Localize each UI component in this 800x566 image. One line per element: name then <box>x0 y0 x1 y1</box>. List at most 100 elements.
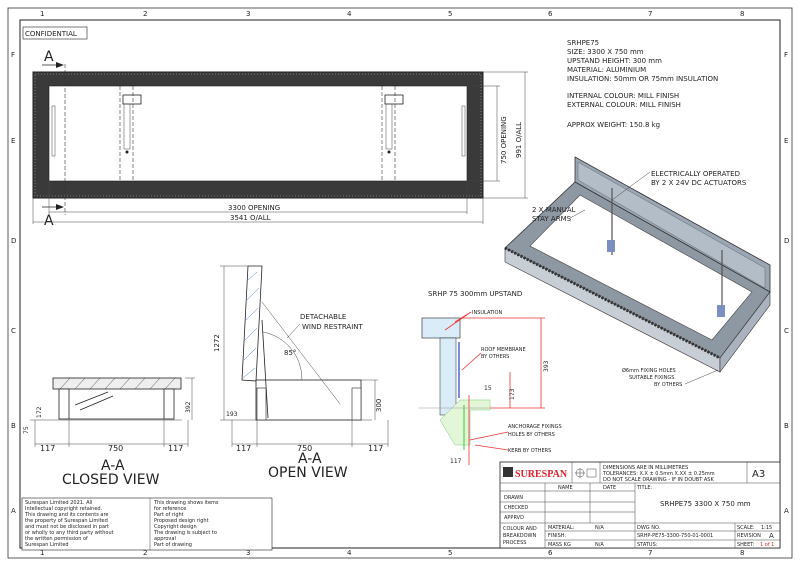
spec-insulation: INSULATION: 50mm OR 75mm INSULATION <box>567 75 718 83</box>
anchorage-note-1: ANCHORAGE FIXINGS <box>508 424 562 430</box>
column-1-bottom: 1 <box>40 549 44 557</box>
anchorage-note-2: HOLES BY OTHERS <box>508 432 555 438</box>
column-8-bottom: 8 <box>740 549 744 557</box>
closed-view-title-2: CLOSED VIEW <box>62 472 160 488</box>
spec-external-colour: EXTERNAL COLOUR: MILL FINISH <box>567 101 681 109</box>
row-d-right: D <box>784 237 789 245</box>
closed-dim-right: 117 <box>168 444 183 453</box>
scale-label: SCALE: <box>737 525 755 531</box>
closed-dim-left: 117 <box>40 444 55 453</box>
row-e: E <box>11 137 15 145</box>
column-7: 7 <box>648 10 652 18</box>
kerb-note: KERB BY OTHERS <box>508 448 551 454</box>
revision-value: A <box>769 532 774 540</box>
colour-label: COLOUR AND <box>503 526 537 532</box>
copyright-note: Proposed design right <box>154 518 209 524</box>
closed-dim-height: 392 <box>185 401 192 413</box>
confidential-box <box>22 26 88 40</box>
copyright-note: Part of right <box>154 512 184 518</box>
wind-note-2: WIND RESTRAINT <box>302 323 364 331</box>
open-dim-angle: 85° <box>284 349 296 357</box>
closed-dim-inner: 172 <box>36 406 43 418</box>
colour-label: BREAKDOWN <box>503 533 536 539</box>
wind-note-1: DETACHABLE <box>300 313 346 321</box>
dwg-value: SRHP-PE75-3300-750-01-0001 <box>637 533 713 539</box>
column-1: 1 <box>40 10 44 18</box>
dwg-label: DWG NO. <box>637 525 661 531</box>
detail-dim-393: 393 <box>543 360 550 372</box>
row-d: D <box>11 237 16 245</box>
column-6: 6 <box>548 10 553 18</box>
membrane-note-2: BY OTHERS <box>481 354 509 360</box>
drawing-note: DO NOT SCALE DRAWING - IF IN DOUBT ASK <box>603 477 714 483</box>
checked-label: CHECKED <box>504 505 528 511</box>
column-2: 2 <box>143 10 147 18</box>
material-label: MATERIAL: <box>548 525 575 531</box>
open-dim-upstand: 300 <box>375 399 383 412</box>
status-label: STATUS: <box>637 542 658 548</box>
actuator-1 <box>607 240 615 252</box>
copyright-line: This drawing and its contents are <box>24 512 108 518</box>
plan-view: A A 3300 OPENING 3541 O/ALL 750 OPENING … <box>32 49 528 229</box>
actuator-left <box>122 94 142 154</box>
name-header: NAME <box>558 485 573 491</box>
row-markers: F E D C B A F E D C B A <box>11 51 789 515</box>
row-e-right: E <box>784 137 788 145</box>
stay-arm-left <box>51 105 56 157</box>
finish-label: FINISH: <box>548 533 566 539</box>
spec-material: MATERIAL: ALUMINIUM <box>567 66 646 74</box>
stay-arm-right <box>461 105 466 157</box>
title-label: TITLE: <box>636 485 653 491</box>
detail-dim-173: 173 <box>509 388 516 400</box>
open-view-title-1: A-A <box>298 451 322 467</box>
copyright-line: the written permission of <box>25 536 88 542</box>
surespan-logo: SURESPAN <box>515 469 568 480</box>
section-marker-bottom: A <box>44 213 54 229</box>
wind-restraint <box>261 301 341 405</box>
projection-symbol <box>575 468 597 478</box>
open-dim-left: 117 <box>236 444 251 453</box>
actuator-2 <box>717 305 725 317</box>
dim-overall-width: 991 O/ALL <box>515 122 523 158</box>
actuators-note-2: BY 2 X 24V DC ACTUATORS <box>651 179 747 187</box>
opening <box>48 85 468 182</box>
title-block: SURESPAN DIMENSIONS ARE IN MILLIMETRES T… <box>499 461 781 549</box>
spec-size: SIZE: 3300 X 750 mm <box>567 48 644 56</box>
column-7-bottom: 7 <box>648 549 652 557</box>
copyright-block: Surespan Limited 2021. All Intellectual … <box>21 497 273 551</box>
copyright-note: The drawing is subject to <box>153 530 217 536</box>
copyright-line: the property of Surespan Limited <box>25 518 108 524</box>
closed-section-view: 117 750 117 392 172 75 A-A CLOSED VIEW <box>23 377 195 488</box>
column-markers: 1 2 3 4 5 6 7 8 1 2 3 4 5 6 7 8 <box>40 10 744 557</box>
stay-arms-note-2: STAY ARMS <box>532 215 572 223</box>
column-3-bottom: 3 <box>246 549 250 557</box>
actuators-note-1: ELECTRICALLY OPERATED <box>651 170 740 178</box>
scale-value: 1:15 <box>761 525 772 531</box>
insulation-label: INSULATION <box>472 310 502 316</box>
copyright-line: Surespan Limited <box>25 542 69 548</box>
row-b-right: B <box>784 422 789 430</box>
specifications: SRHPE75 SIZE: 3300 X 750 mm UPSTAND HEIG… <box>567 39 718 129</box>
column-4-bottom: 4 <box>347 549 352 557</box>
closed-dim-width: 750 <box>108 444 123 453</box>
dim-opening-length: 3300 OPENING <box>228 204 280 212</box>
copyright-note: for reference <box>154 506 186 512</box>
membrane-note-1: ROOF MEMBRANE <box>481 347 526 353</box>
drawn-label: DRAWN <box>504 495 523 501</box>
open-section-view: 85° DETACHABLE WIND RESTRAINT 1272 193 3… <box>213 265 389 481</box>
open-dim-right: 117 <box>368 444 383 453</box>
copyright-line: or wholly to any third party without <box>25 530 114 536</box>
column-4: 4 <box>347 10 352 18</box>
closed-dim-base: 75 <box>23 426 30 434</box>
detail-dim-15: 15 <box>484 385 492 392</box>
copyright-note: This drawing shows items <box>153 500 219 506</box>
closed-view-title-1: A-A <box>101 458 125 474</box>
row-b: B <box>11 422 16 430</box>
detail-title: SRHP 75 300mm UPSTAND <box>428 290 522 298</box>
column-3: 3 <box>246 10 250 18</box>
open-view-title-2: OPEN VIEW <box>268 465 348 481</box>
stay-arms-note-1: 2 X MANUAL <box>532 206 576 214</box>
dim-opening-width: 750 OPENING <box>500 116 508 164</box>
fixing-note-2: SUITABLE FIXINGS <box>629 375 674 381</box>
fixing-note-3: BY OTHERS <box>654 382 682 388</box>
